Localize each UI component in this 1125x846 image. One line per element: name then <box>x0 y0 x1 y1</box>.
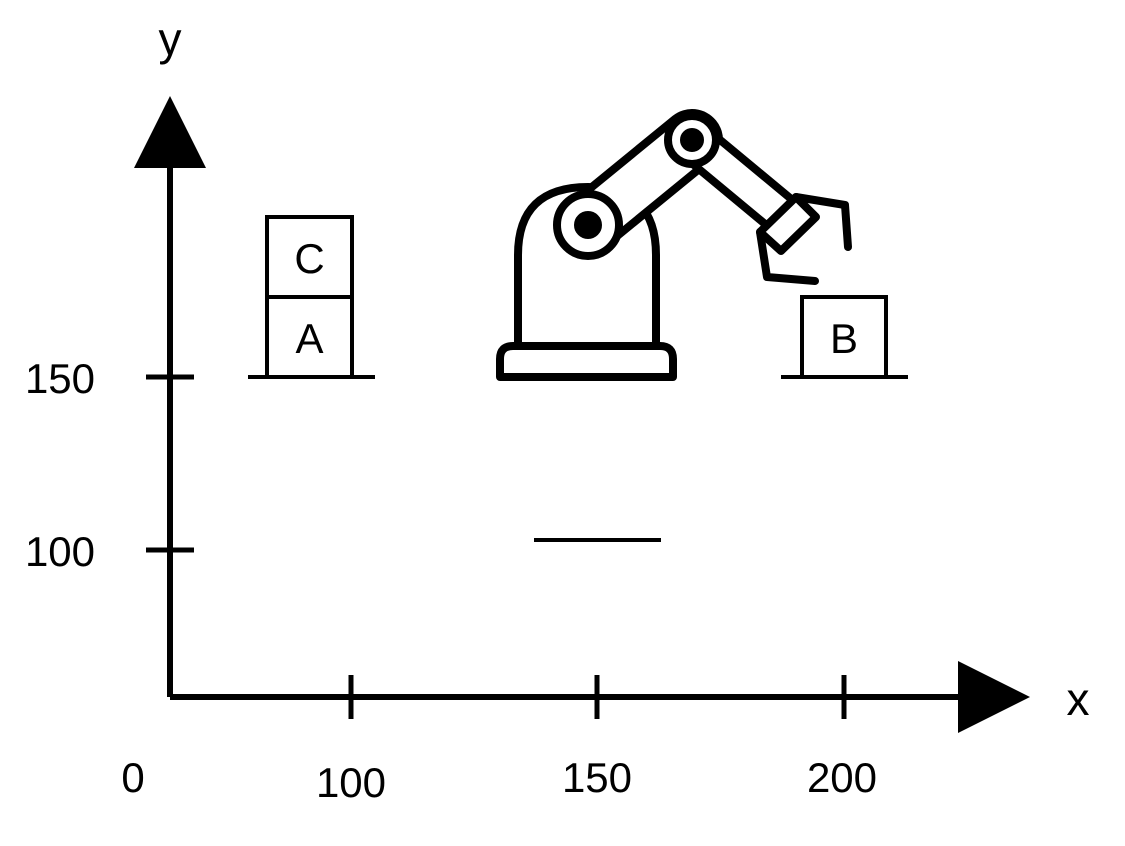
block-a-label: A <box>295 315 323 362</box>
y-axis-label: y <box>159 13 182 65</box>
origin-label: 0 <box>121 754 144 801</box>
block-b-label: B <box>830 315 858 362</box>
y-tick-label-100: 100 <box>25 528 95 575</box>
y-tick-label-150: 150 <box>25 355 95 402</box>
robotic-arm-icon <box>496 109 852 381</box>
x-tick-label-200: 200 <box>807 754 877 801</box>
block-b <box>800 295 888 379</box>
x-axis-label: x <box>1067 673 1090 725</box>
x-tick-label-150: 150 <box>562 754 632 801</box>
x-tick-label-100: 100 <box>316 759 386 806</box>
block-a <box>265 295 354 379</box>
block-c-label: C <box>294 235 324 282</box>
block-c <box>265 215 354 299</box>
